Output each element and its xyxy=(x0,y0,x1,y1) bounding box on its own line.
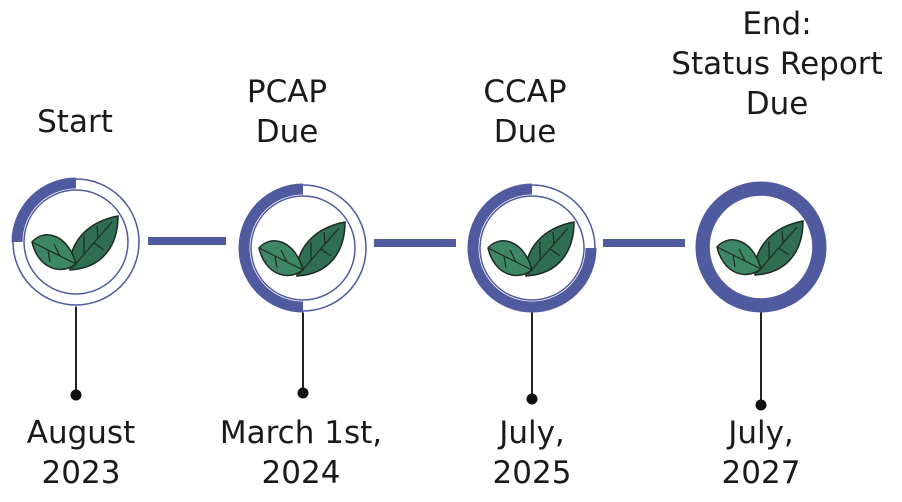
milestone-1-dot xyxy=(70,389,82,401)
leaf-icon xyxy=(258,221,346,277)
milestone-2-date: March 1st, 2024 xyxy=(219,415,383,491)
leaf-icon xyxy=(31,215,119,271)
leaf-icon xyxy=(487,221,575,277)
milestone-3-date: July, 2025 xyxy=(492,415,572,491)
milestone-3-node xyxy=(467,183,597,405)
milestone-3-progress-arc xyxy=(467,183,597,313)
milestone-2-node xyxy=(238,183,368,399)
milestone-4-progress-ring xyxy=(695,181,827,313)
milestone-1-progress-arc xyxy=(11,177,77,243)
milestone-2-title: PCAP Due xyxy=(246,74,328,150)
milestone-4-title: End: Status Report Due xyxy=(671,6,883,122)
milestone-1-title: Start xyxy=(37,104,113,140)
milestone-4-dot xyxy=(755,399,767,411)
milestone-2-progress-arc xyxy=(238,183,304,313)
milestone-4-node xyxy=(695,181,827,411)
milestone-4-date: July, 2027 xyxy=(721,415,801,491)
milestone-3-title: CCAP Due xyxy=(483,74,567,150)
milestone-2-dot xyxy=(297,387,309,399)
leaf-icon xyxy=(716,220,804,276)
milestone-1-date: August 2023 xyxy=(26,415,136,491)
milestone-1-node xyxy=(11,177,141,401)
milestone-3-dot xyxy=(526,393,538,405)
